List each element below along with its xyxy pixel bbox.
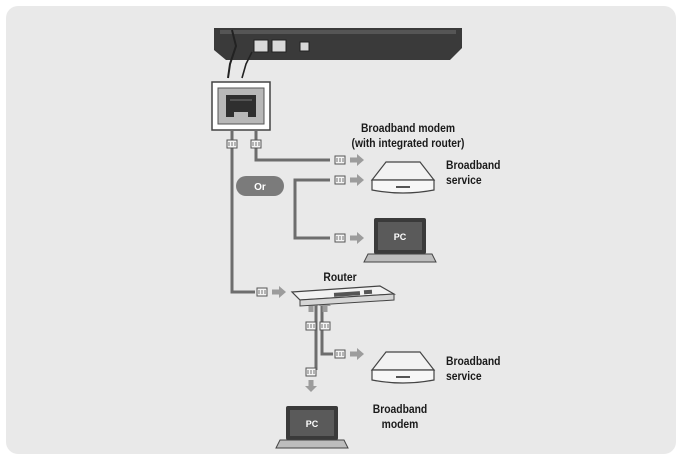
modem-subtitle: modem	[381, 417, 419, 431]
modem-title: Broadband	[372, 402, 428, 416]
lan-port-callout	[211, 81, 271, 131]
service-1-subtitle: service	[446, 173, 482, 187]
service-2-subtitle: service	[446, 369, 482, 383]
or-label: Or	[254, 182, 266, 193]
pc-1-label: PC	[394, 232, 407, 242]
modem-router-label: Broadband modem (with integrated router)	[339, 121, 477, 151]
diagram-panel	[6, 6, 676, 454]
player-device	[214, 28, 462, 79]
service-2-label: Broadband service	[446, 354, 500, 384]
modem-router-device	[370, 161, 436, 194]
laptop-pc-1: PC	[363, 218, 437, 263]
service-2-title: Broadband	[446, 354, 501, 368]
modem-label: Broadband modem	[369, 402, 431, 432]
modem-router-title: Broadband modem	[360, 121, 456, 135]
service-1-title: Broadband	[446, 158, 501, 172]
laptop-pc-2: PC	[275, 406, 349, 449]
router-device	[290, 285, 397, 307]
cables	[230, 130, 333, 370]
service-1-label: Broadband service	[446, 158, 500, 188]
pc-2-label: PC	[306, 419, 319, 429]
router-label: Router	[323, 270, 357, 284]
connector-plugs	[226, 139, 346, 377]
modem-router-subtitle: (with integrated router)	[351, 136, 465, 150]
or-badge: Or	[236, 176, 284, 196]
modem-device	[370, 351, 436, 384]
